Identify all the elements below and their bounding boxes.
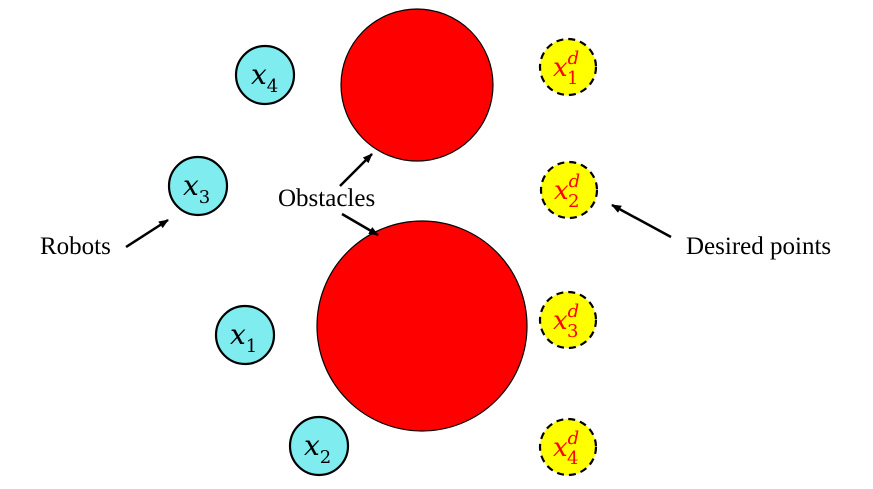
obstacle-bottom bbox=[316, 220, 528, 432]
svg-text:x3: x3 bbox=[183, 169, 210, 208]
robots-label: Robots bbox=[40, 233, 111, 260]
svg-text:x2: x2 bbox=[304, 429, 331, 468]
svg-text:x1: x1 bbox=[230, 318, 257, 357]
svg-text:x4: x4 bbox=[251, 58, 278, 97]
svg-text:xd4: xd4 bbox=[553, 428, 579, 469]
obstacles-arrow-top bbox=[339, 153, 373, 187]
robot-1: x1 bbox=[214, 304, 276, 366]
obstacle-top bbox=[340, 8, 494, 162]
obstacles-label: Obstacles bbox=[278, 185, 375, 212]
svg-text:xd2: xd2 bbox=[554, 171, 580, 212]
desired-points-label: Desired points bbox=[686, 233, 831, 260]
svg-text:xd1: xd1 bbox=[553, 48, 579, 89]
desired-points-arrow bbox=[611, 203, 672, 239]
svg-text:xd3: xd3 bbox=[553, 301, 579, 342]
robot-4: x4 bbox=[234, 44, 296, 106]
robots-arrow bbox=[125, 218, 169, 249]
obstacles-arrow-bottom bbox=[341, 212, 379, 237]
robot-2: x2 bbox=[288, 415, 350, 477]
robot-3: x3 bbox=[167, 155, 229, 217]
